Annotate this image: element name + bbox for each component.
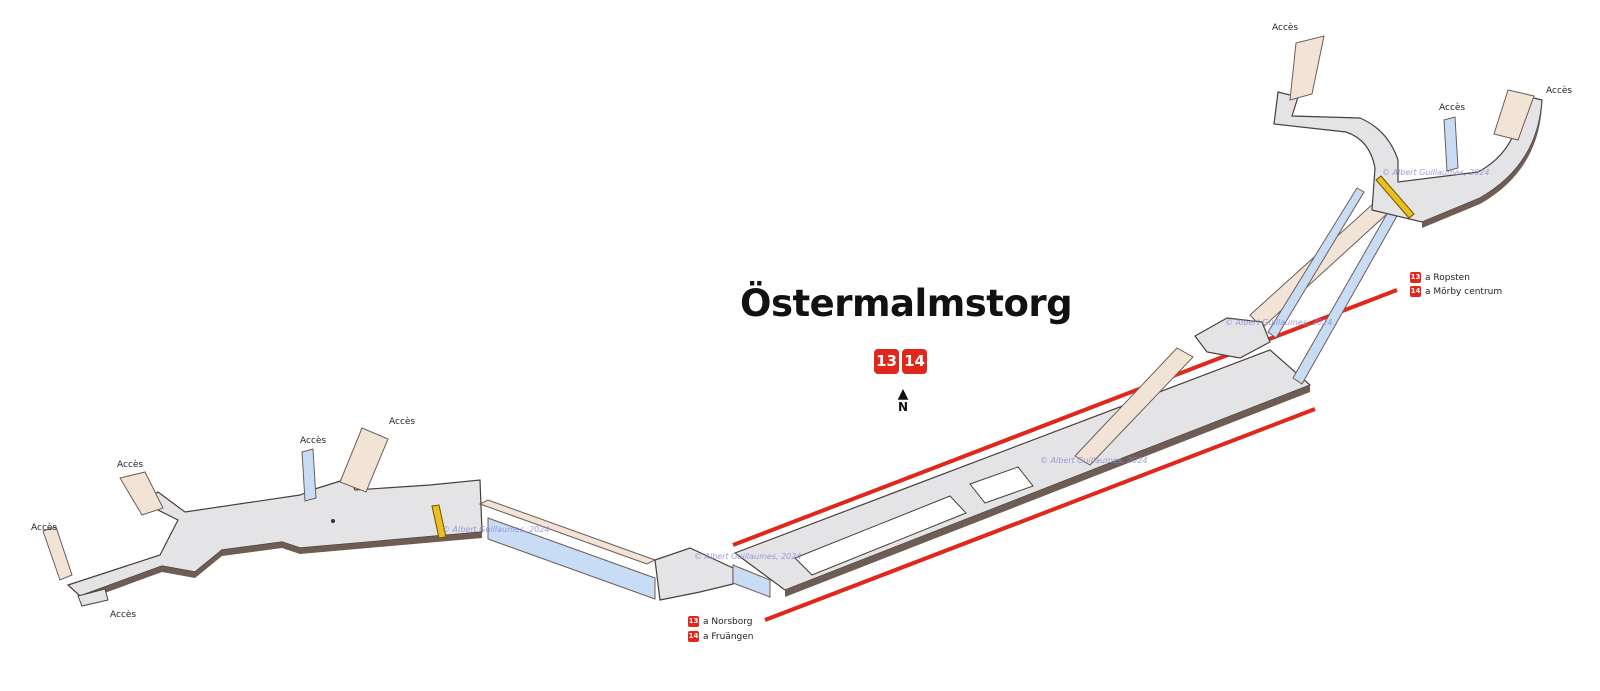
destination-norsborg: 13 a Norsborg xyxy=(688,616,752,627)
line-badge: 13 xyxy=(688,616,699,627)
line-13-badge: 13 xyxy=(874,349,899,374)
north-label: N xyxy=(897,400,909,414)
north-indicator: ▲ N xyxy=(893,386,913,414)
line-badges: 13 14 xyxy=(874,349,927,374)
west-concourse xyxy=(66,477,483,607)
east-access-stairs xyxy=(1289,35,1535,141)
access-label: Accès xyxy=(31,523,58,533)
line-badge: 14 xyxy=(1410,286,1421,297)
north-arrow-icon: ▲ xyxy=(897,386,909,402)
platform xyxy=(733,349,1312,597)
access-label: Accès xyxy=(1272,23,1299,33)
line-14-badge: 14 xyxy=(902,349,927,374)
east-concourse xyxy=(1273,91,1543,228)
west-stairs xyxy=(42,427,389,581)
line-badge: 14 xyxy=(688,631,699,642)
watermark: © Albert Guillaumes, 2024 xyxy=(1040,456,1148,465)
west-escalator xyxy=(301,448,317,502)
access-label: Accès xyxy=(110,610,137,620)
track-lines xyxy=(732,288,1398,622)
destination-fruangen: 14 a Fruängen xyxy=(688,631,753,642)
destination-ropsten: 13 a Ropsten xyxy=(1410,272,1470,283)
access-label: Accès xyxy=(1439,103,1466,113)
watermark: © Albert Guillaumes, 2024 xyxy=(1225,318,1333,327)
watermark: © Albert Guillaumes, 2024 xyxy=(442,525,550,534)
connecting-corridor xyxy=(478,499,771,601)
watermark: © Albert Guillaumes, 2024 xyxy=(1382,168,1490,177)
access-label: Accès xyxy=(300,436,327,446)
east-escalators xyxy=(1267,116,1459,385)
access-label: Accès xyxy=(117,460,144,470)
destination-morby-centrum: 14 a Mörby centrum xyxy=(1410,286,1502,297)
east-ticket-gates xyxy=(1375,175,1415,219)
watermark: © Albert Guillaumes, 2024 xyxy=(694,552,802,561)
destination-text: a Mörby centrum xyxy=(1425,286,1503,297)
west-ticket-gates xyxy=(431,504,447,539)
line-badge: 13 xyxy=(1410,272,1421,283)
destination-text: a Ropsten xyxy=(1425,272,1470,283)
east-mezzanine xyxy=(1194,317,1271,359)
destination-text: a Fruängen xyxy=(703,631,754,642)
destination-text: a Norsborg xyxy=(703,616,753,627)
access-label: Accès xyxy=(1546,86,1573,96)
access-label: Accès xyxy=(389,417,416,427)
station-title: Östermalmstorg xyxy=(740,282,1073,325)
